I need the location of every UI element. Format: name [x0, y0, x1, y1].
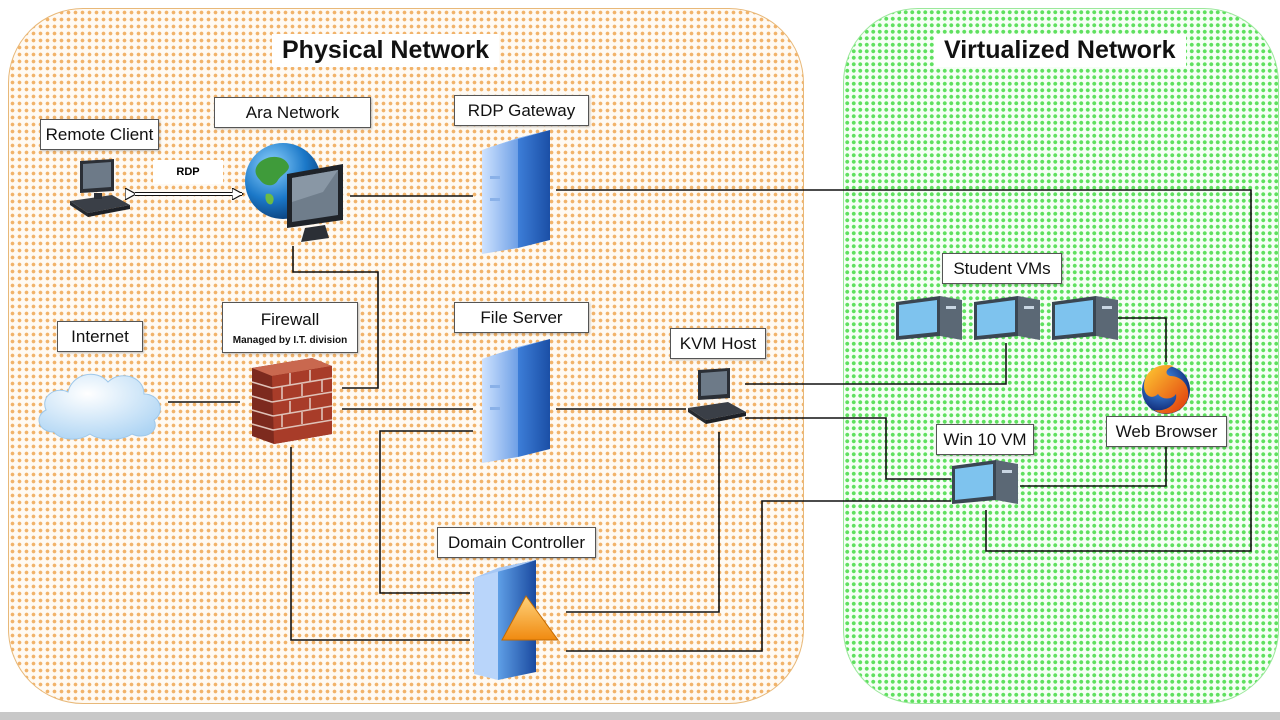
internet-label: Internet [57, 321, 143, 352]
studentvm-to-browser-line [1118, 317, 1167, 362]
ara-to-firewall-line [292, 246, 379, 389]
kvm-host-label: KVM Host [670, 328, 766, 359]
web-browser-label: Web Browser [1106, 416, 1227, 447]
student-vm-2-icon [974, 296, 1040, 340]
domain-controller-label: Domain Controller [437, 527, 596, 558]
kvm-host-computer-icon [688, 368, 746, 424]
cloud-icon [38, 373, 161, 440]
rdp-gateway-label: RDP Gateway [454, 95, 589, 126]
bottom-strip [0, 712, 1280, 720]
virtualized-network-region [843, 8, 1279, 704]
win10-vm-label: Win 10 VM [936, 424, 1034, 455]
student-vm-3-icon [1052, 296, 1118, 340]
ara-network-label: Ara Network [214, 97, 371, 128]
kvm-to-studentvms-line [745, 343, 1007, 385]
monitor-icon [287, 164, 343, 242]
brick-firewall-icon [251, 358, 333, 444]
fileserver-to-dc-line [379, 430, 473, 594]
domain-controller-icon [474, 560, 559, 680]
firewall-note: Managed by I.T. division [232, 334, 348, 346]
file-server-icon [482, 339, 550, 463]
dc-to-kvm-line [566, 432, 720, 613]
kvm-to-win10-line [745, 417, 951, 480]
firewall-to-dc-line [290, 447, 470, 641]
rdp-gateway-server-icon [482, 130, 550, 254]
browser-to-win10-line [1020, 446, 1167, 487]
firewall-label: Firewall Managed by I.T. division [222, 302, 358, 353]
file-server-label: File Server [454, 302, 589, 333]
virtualized-network-title: Virtualized Network [934, 34, 1186, 67]
rdp-link-label: RDP [153, 160, 223, 184]
win10-vm-icon [952, 460, 1018, 504]
desktop-computer-icon [70, 159, 130, 217]
student-vms-label: Student VMs [942, 253, 1062, 284]
gateway-to-win10-line [556, 189, 1252, 552]
dc-to-win10-line [566, 500, 951, 652]
remote-client-label: Remote Client [40, 119, 159, 150]
physical-network-title: Physical Network [272, 34, 500, 67]
student-vm-1-icon [896, 296, 962, 340]
firefox-browser-icon [1142, 364, 1190, 414]
